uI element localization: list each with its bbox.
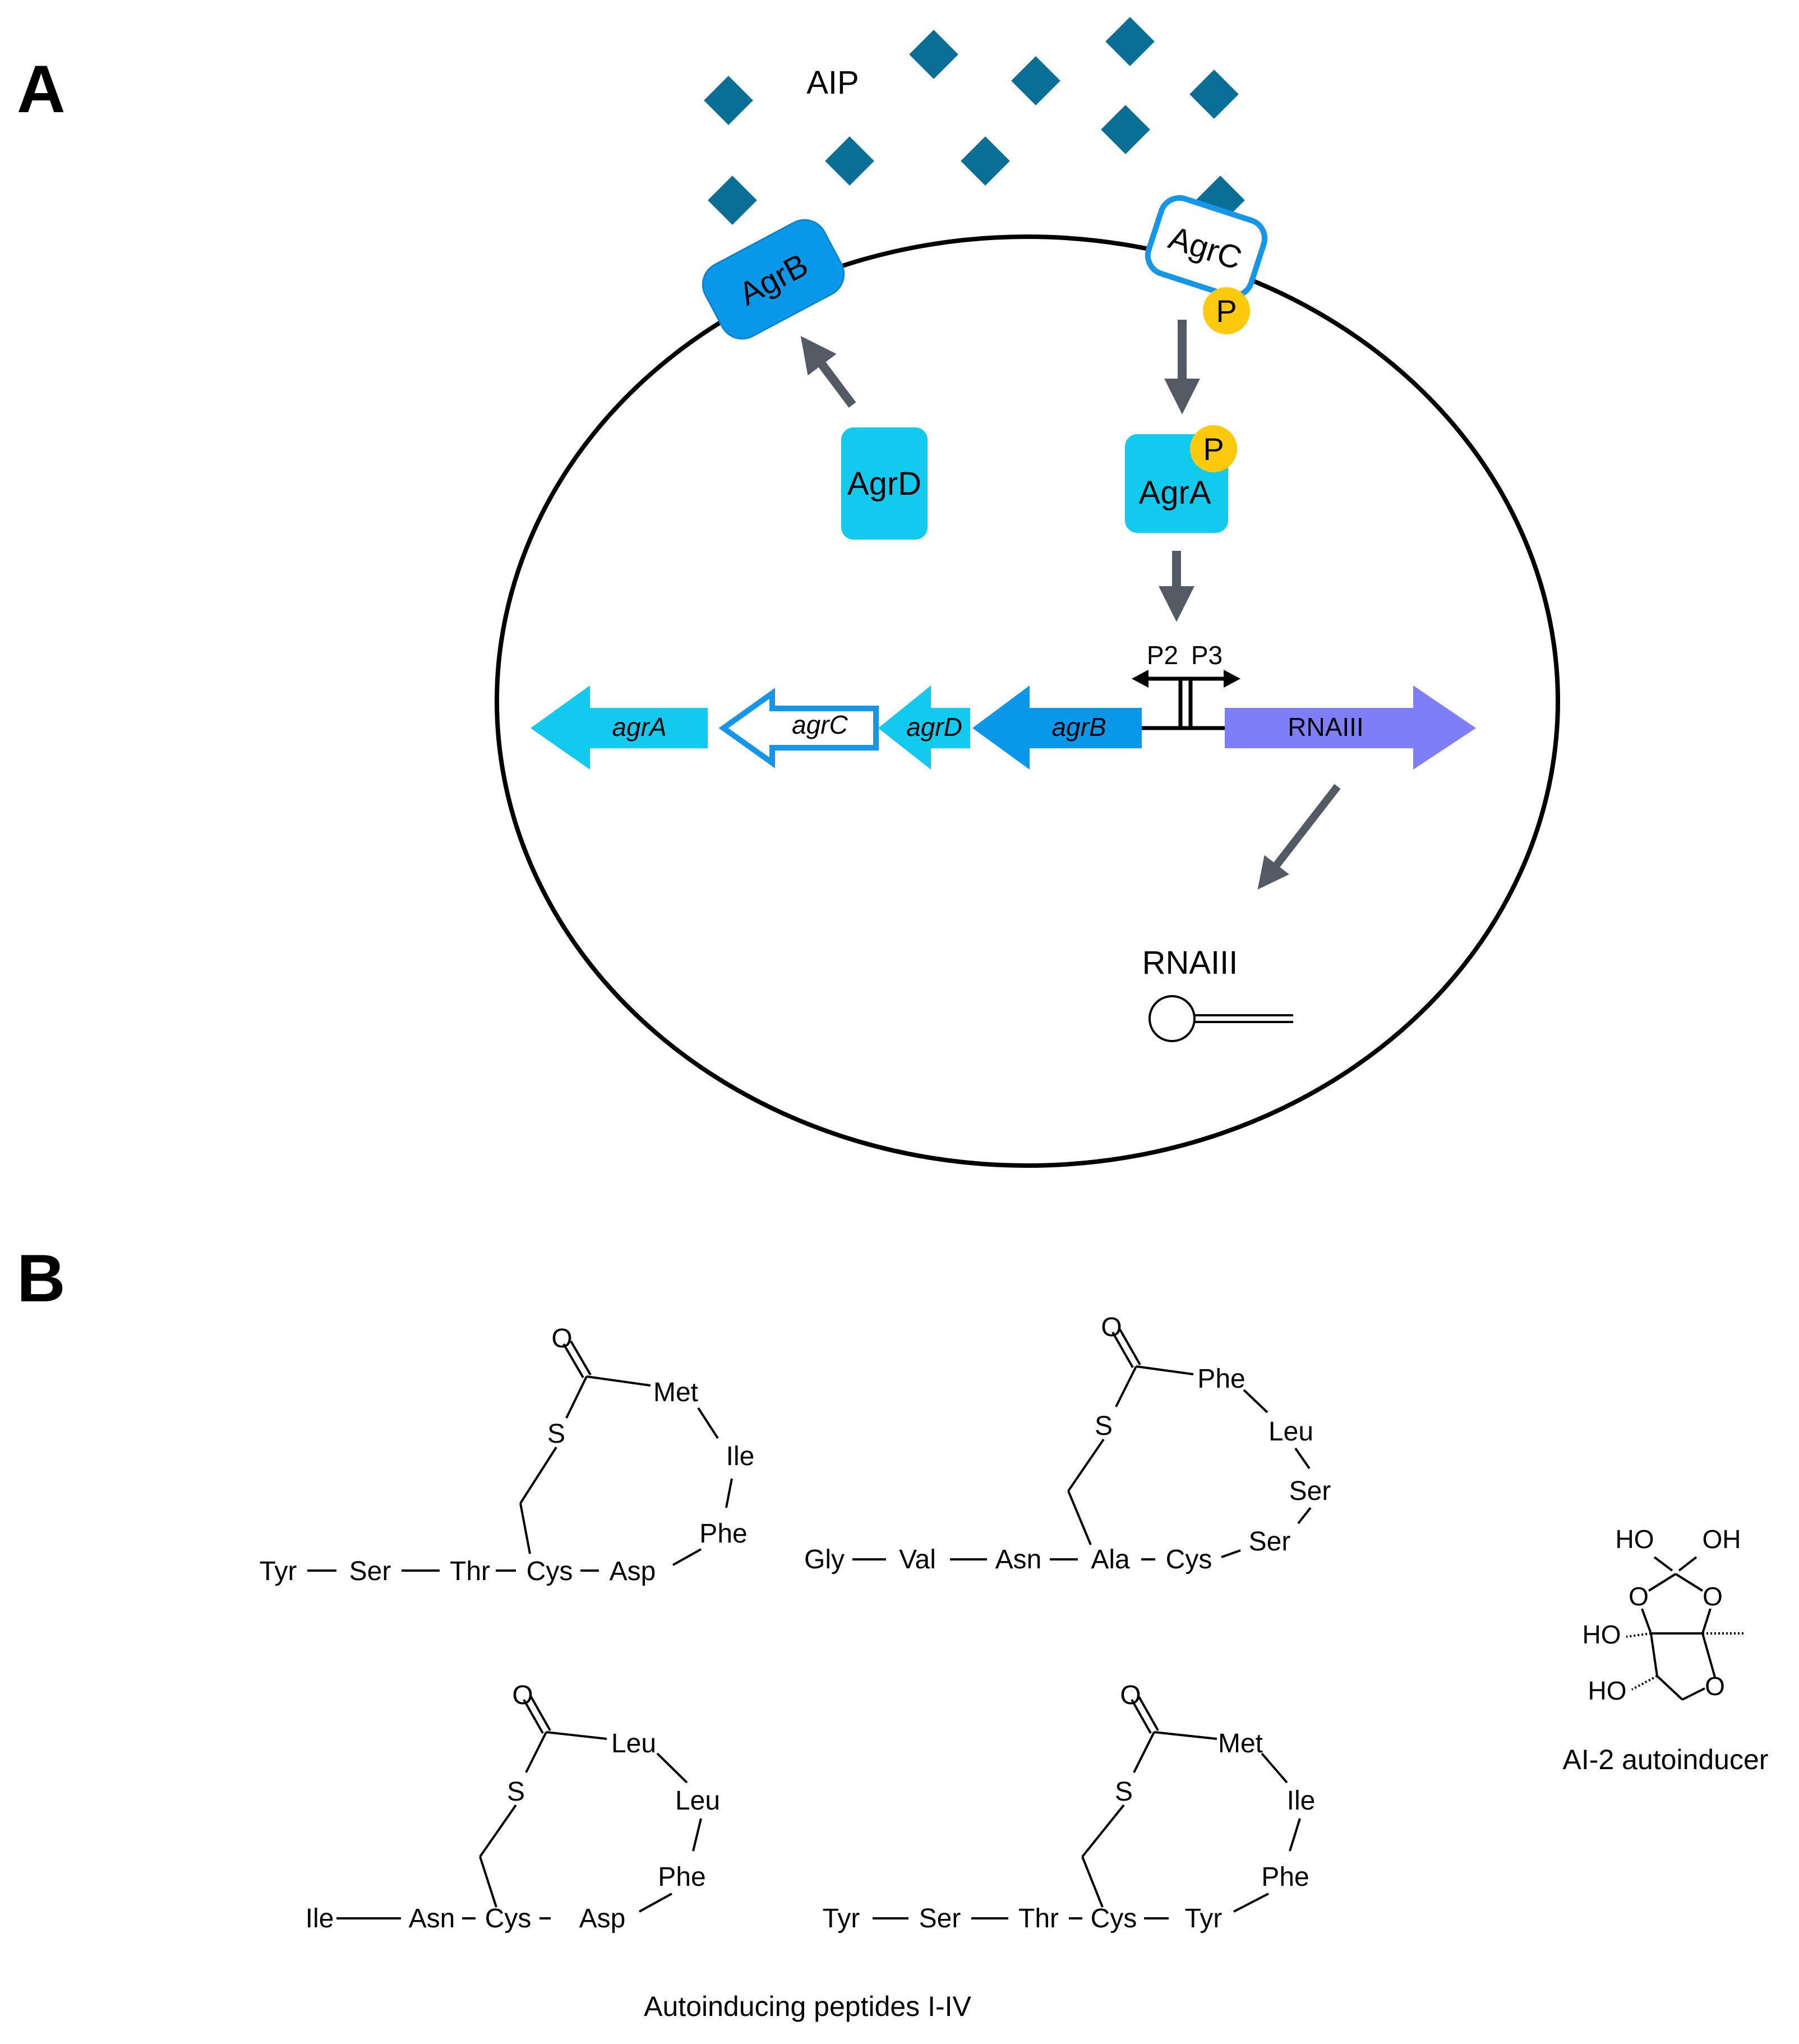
aip-ii-residue: Gly [804, 1545, 845, 1575]
aip-i-residue: Thr [450, 1557, 490, 1586]
promoter-region [1132, 670, 1240, 730]
aip-diamond [1011, 56, 1060, 105]
aip-ii-residue: Ser [1249, 1527, 1291, 1557]
aip-iii-residue: Phe [658, 1862, 705, 1892]
ai2-atom: O [1705, 1672, 1725, 1701]
ai2-atom: HO [1583, 1620, 1621, 1649]
ai2-caption: AI-2 autoinducer [1563, 1744, 1769, 1775]
gene-rnaiii-arrow [1225, 685, 1476, 770]
ai2-atom: O [1629, 1582, 1649, 1611]
aip-i-structure: O S Met Ile Phe Tyr Ser Thr Cys Asp [260, 1324, 755, 1586]
aip-ii-residue: Phe [1197, 1364, 1245, 1394]
aip-i-residue: Asp [610, 1557, 656, 1586]
aip-iv-residue: Tyr [1185, 1904, 1223, 1933]
gene-agrd-arrow [878, 685, 970, 770]
aip-iii-atom: S [507, 1777, 525, 1807]
aip-i-atom: O [551, 1324, 572, 1354]
aip-i-residue: Met [653, 1378, 698, 1407]
gene-agrb-arrow [972, 685, 1142, 770]
aip-diamond [1189, 70, 1239, 119]
aip-label: AIP [806, 65, 859, 101]
aip-ii-residue: Ser [1289, 1476, 1331, 1506]
panel-b-label: B [17, 1241, 66, 1316]
agrd-to-agrb-arrow [800, 335, 856, 408]
aip-diamond [1105, 17, 1155, 66]
aip-iv-residue: Ser [919, 1904, 961, 1933]
aip-ii-residue: Ala [1091, 1545, 1130, 1575]
aip-iv-residue: Tyr [823, 1904, 860, 1933]
aip-ii-residue: Val [899, 1545, 936, 1575]
aip-i-residue: Cys [527, 1557, 573, 1586]
gene-agra-label: agrA [612, 712, 666, 742]
agrc-protein: AgrC [1145, 195, 1268, 299]
aip-iv-atom: S [1115, 1777, 1133, 1807]
panel-a-label: A [17, 52, 66, 127]
gene-rnaiii-label: RNAIII [1288, 712, 1363, 742]
aip-iii-residue: Asp [579, 1904, 626, 1933]
ai2-atom: HO [1616, 1525, 1654, 1554]
gene-agrd-label: agrD [906, 712, 962, 742]
ai2-structure: HO OH O O HO O HO [1583, 1525, 1744, 1705]
aip-diamond [825, 136, 874, 186]
gene-agra-arrow [531, 685, 708, 770]
agrd-label: AgrD [847, 466, 921, 502]
aip-iv-residue: Met [1218, 1729, 1263, 1758]
aip-ii-residue: Asn [995, 1545, 1042, 1575]
aip-i-residue: Ser [349, 1557, 391, 1586]
aip-iii-residue: Leu [611, 1729, 656, 1758]
agrc-phosphate-icon [1203, 287, 1250, 334]
rnaiii-product-label: RNAIII [1142, 945, 1238, 981]
aip-iii-residue: Asn [409, 1904, 455, 1933]
aip-iii-residue: Ile [306, 1904, 334, 1933]
aip-diamond [909, 30, 958, 79]
agrb-protein: AgrB [702, 219, 845, 340]
aip-iv-residue: Ile [1287, 1786, 1316, 1816]
aip-ii-residue: Leu [1268, 1417, 1313, 1447]
aip-diamond [961, 136, 1010, 186]
aip-i-residue: Tyr [260, 1557, 297, 1586]
aip-iii-atom: O [512, 1681, 533, 1710]
aip-iv-structure: O S Met Ile Phe Tyr Ser Thr Cys Tyr [823, 1681, 1316, 1933]
aip-ii-atom: S [1095, 1411, 1113, 1441]
aip-iv-residue: Phe [1261, 1862, 1309, 1892]
aip-iii-residue: Leu [675, 1786, 720, 1816]
aip-caption: Autoinducing peptides I-IV [644, 1991, 971, 2022]
p2-label: P2 [1147, 641, 1178, 670]
ai2-atom: OH [1703, 1525, 1741, 1554]
agrc-phosphate-label: P [1216, 293, 1237, 329]
p3-label: P3 [1191, 641, 1223, 670]
rnaiii-hairpin-icon [1148, 995, 1293, 1042]
aip-ii-atom: O [1101, 1313, 1122, 1342]
aip-i-residue: Ile [726, 1442, 755, 1471]
aip-i-atom: S [547, 1419, 565, 1449]
agra-phosphate-icon [1190, 425, 1237, 472]
aip-i-residue: Phe [699, 1519, 747, 1549]
aip-diamond [708, 176, 757, 225]
aip-diamond [704, 76, 753, 125]
agrd-protein [841, 427, 928, 540]
aip-iii-structure: O S Leu Leu Phe Ile Asn Cys Asp [306, 1681, 720, 1933]
agra-label: AgrA [1139, 475, 1211, 511]
aip-iii-residue: Cys [485, 1904, 532, 1933]
gene-agrc-label: agrC [792, 710, 848, 739]
aip-ii-structure: O S Phe Leu Ser Ser Gly Val Asn Ala Cys [804, 1313, 1331, 1575]
ai2-atom: O [1703, 1582, 1723, 1611]
gene-agrb-label: agrB [1051, 712, 1106, 742]
aip-molecules [704, 17, 1245, 225]
aip-diamond [1101, 105, 1150, 154]
aip-iv-residue: Thr [1018, 1904, 1059, 1933]
gene-agrc-arrow [718, 688, 879, 768]
agra-phosphate-label: P [1203, 431, 1224, 467]
ai2-atom: HO [1588, 1676, 1627, 1705]
aip-iv-atom: O [1120, 1681, 1141, 1710]
rnaiii-transcription-arrow [1257, 784, 1341, 890]
aip-iv-residue: Cys [1091, 1904, 1137, 1933]
cell-membrane [495, 234, 1560, 1168]
aip-ii-residue: Cys [1166, 1545, 1212, 1575]
